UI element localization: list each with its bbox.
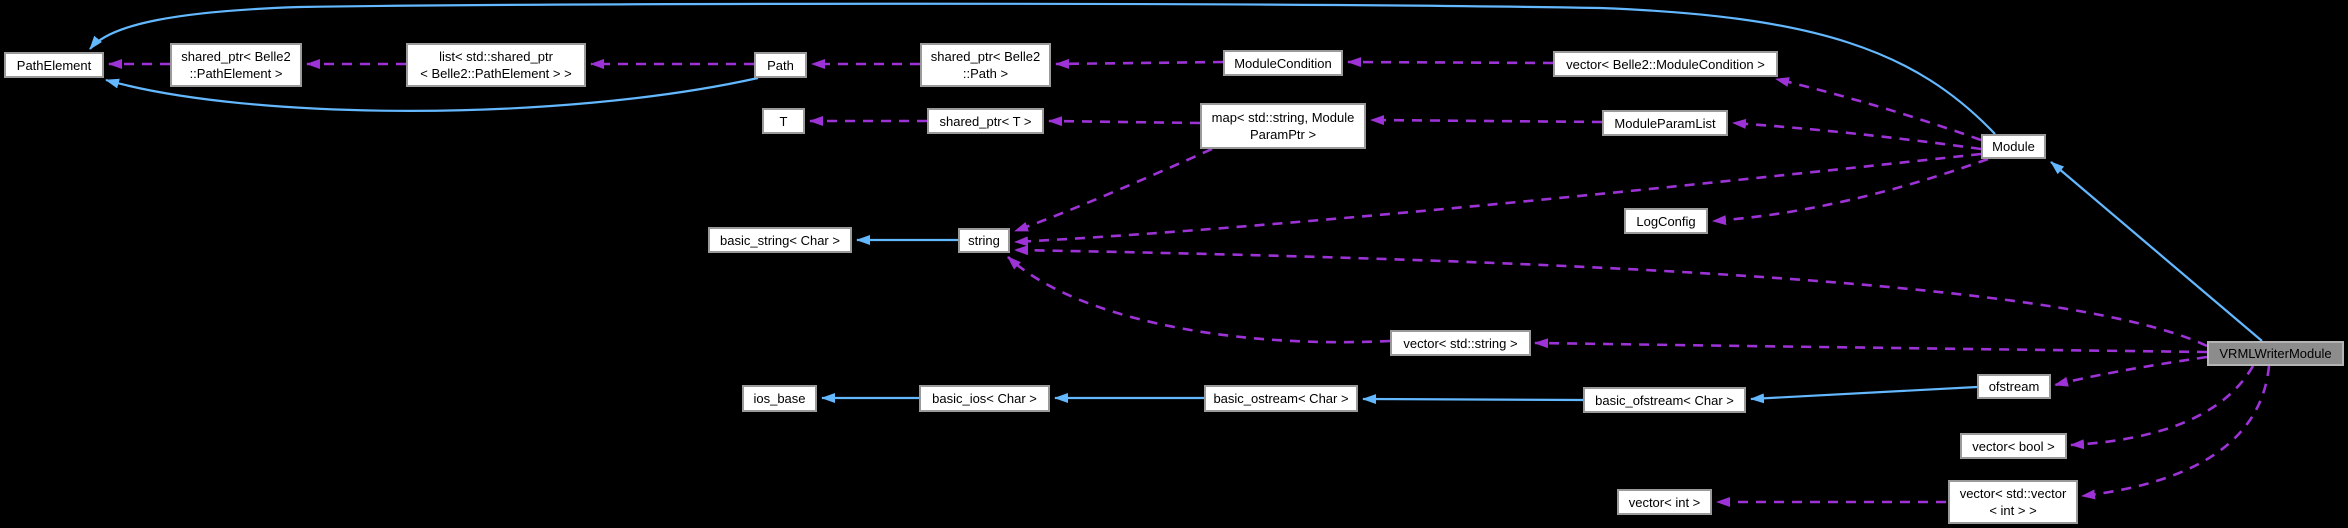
node-label: vector< bool > [1972, 438, 2055, 454]
node-label: Path [767, 57, 794, 73]
edge-ofstream-to-basic_ofstream [1750, 385, 1978, 404]
node-ios_base[interactable]: ios_base [742, 385, 817, 412]
edge-module-to-string [1014, 152, 1982, 247]
node-shared_ptr_path[interactable]: shared_ptr< Belle2::Path > [920, 43, 1051, 87]
edge-module-to-module_param_list [1732, 118, 1982, 151]
node-label: shared_ptr< Belle2 [930, 49, 1041, 64]
node-label: shared_ptr< T > [939, 113, 1032, 129]
node-ofstream[interactable]: ofstream [1977, 374, 2051, 399]
edge-map_module_param-to-string [1014, 147, 1213, 233]
node-label: LogConfig [1636, 213, 1696, 229]
node-label: string [968, 233, 1000, 248]
edge-vrml_writer_module-to-string [1014, 245, 2208, 348]
node-label: list< std::shared_ptr [439, 49, 553, 64]
edge-vrml_writer_module-to-module [2050, 161, 2263, 342]
node-module_param_list[interactable]: ModuleParamList [1602, 110, 1728, 136]
edge-path-to-path_element [105, 76, 759, 112]
node-label: ::Path > [962, 66, 1009, 81]
node-basic_ofstream[interactable]: basic_ofstream< Char > [1583, 387, 1746, 413]
node-vector_int[interactable]: vector< int > [1617, 489, 1712, 515]
node-label: < Belle2::PathElement > > [420, 66, 572, 81]
node-label: ::PathElement > [189, 66, 283, 81]
node-list_shared_ptr_pathelement[interactable]: list< std::shared_ptr< Belle2::PathEleme… [406, 43, 586, 87]
node-label: ios_base [753, 391, 806, 406]
edge-map_module_param-to-shared_ptr_t [1048, 116, 1201, 127]
node-basic_string[interactable]: basic_string< Char > [708, 227, 852, 253]
node-label: basic_string< Char > [720, 232, 840, 248]
node-basic_ios[interactable]: basic_ios< Char > [919, 385, 1050, 412]
node-shared_ptr_t[interactable]: shared_ptr< T > [927, 108, 1044, 134]
node-label: basic_ofstream< Char > [1595, 392, 1734, 408]
node-vector_string[interactable]: vector< std::string > [1390, 330, 1531, 356]
node-label: PathElement [16, 57, 92, 73]
node-t[interactable]: T [762, 108, 805, 134]
node-label: basic_ios< Char > [932, 391, 1037, 406]
node-path_element[interactable]: PathElement [4, 52, 104, 78]
node-label: vector< std::string > [1403, 335, 1518, 351]
node-vrml_writer_module[interactable]: VRMLWriterModule [2207, 341, 2344, 366]
edge-vector_string-to-string [1007, 256, 1391, 344]
node-log_config[interactable]: LogConfig [1624, 208, 1708, 234]
node-vector_vector_int[interactable]: vector< std::vector< int > > [1948, 480, 2078, 524]
node-label: vector< Belle2::ModuleCondition > [1566, 56, 1765, 72]
edge-module-to-path_element [89, 2, 1996, 135]
node-label: basic_ostream< Char > [1213, 391, 1349, 406]
node-path[interactable]: Path [754, 52, 807, 78]
node-string[interactable]: string [958, 228, 1010, 253]
node-basic_ostream[interactable]: basic_ostream< Char > [1204, 385, 1358, 412]
node-label: ModuleParamList [1614, 115, 1716, 131]
node-module[interactable]: Module [1981, 134, 2046, 159]
edge-vrml_writer_module-to-vector_string [1534, 338, 2208, 354]
node-label: ParamPtr > [1249, 127, 1317, 142]
node-label: < int > > [1989, 503, 2037, 518]
edge-module-to-log_config [1712, 157, 1989, 226]
node-vector_bool[interactable]: vector< bool > [1960, 433, 2067, 459]
node-module_condition[interactable]: ModuleCondition [1223, 50, 1343, 76]
node-label: T [779, 113, 788, 129]
node-label: vector< std::vector [1959, 486, 2067, 501]
edge-module_param_list-to-map_module_param [1370, 115, 1603, 126]
edge-vrml_writer_module-to-vector_bool [2070, 365, 2255, 450]
edge-module_condition-to-shared_ptr_path [1055, 58, 1224, 69]
edge-basic_ofstream-to-basic_ostream [1362, 394, 1584, 405]
node-vector_module_condition[interactable]: vector< Belle2::ModuleCondition > [1553, 51, 1778, 77]
node-label: VRMLWriterModule [2219, 346, 2332, 361]
edge-vrml_writer_module-to-vector_vector_int [2081, 365, 2271, 500]
edge-vector_module_condition-to-module_condition [1347, 57, 1554, 68]
node-label: map< std::string, Module [1211, 110, 1355, 125]
edge-vrml_writer_module-to-ofstream [2054, 355, 2208, 387]
node-label: shared_ptr< Belle2 [181, 49, 291, 64]
node-label: ModuleCondition [1234, 55, 1332, 71]
node-label: Module [1992, 139, 2035, 154]
node-shared_ptr_pathelement[interactable]: shared_ptr< Belle2::PathElement > [170, 43, 302, 87]
edges [89, 2, 2271, 507]
node-label: vector< int > [1628, 494, 1701, 510]
edge-module-to-vector_module_condition [1775, 77, 1982, 142]
node-label: ofstream [1988, 379, 2040, 394]
